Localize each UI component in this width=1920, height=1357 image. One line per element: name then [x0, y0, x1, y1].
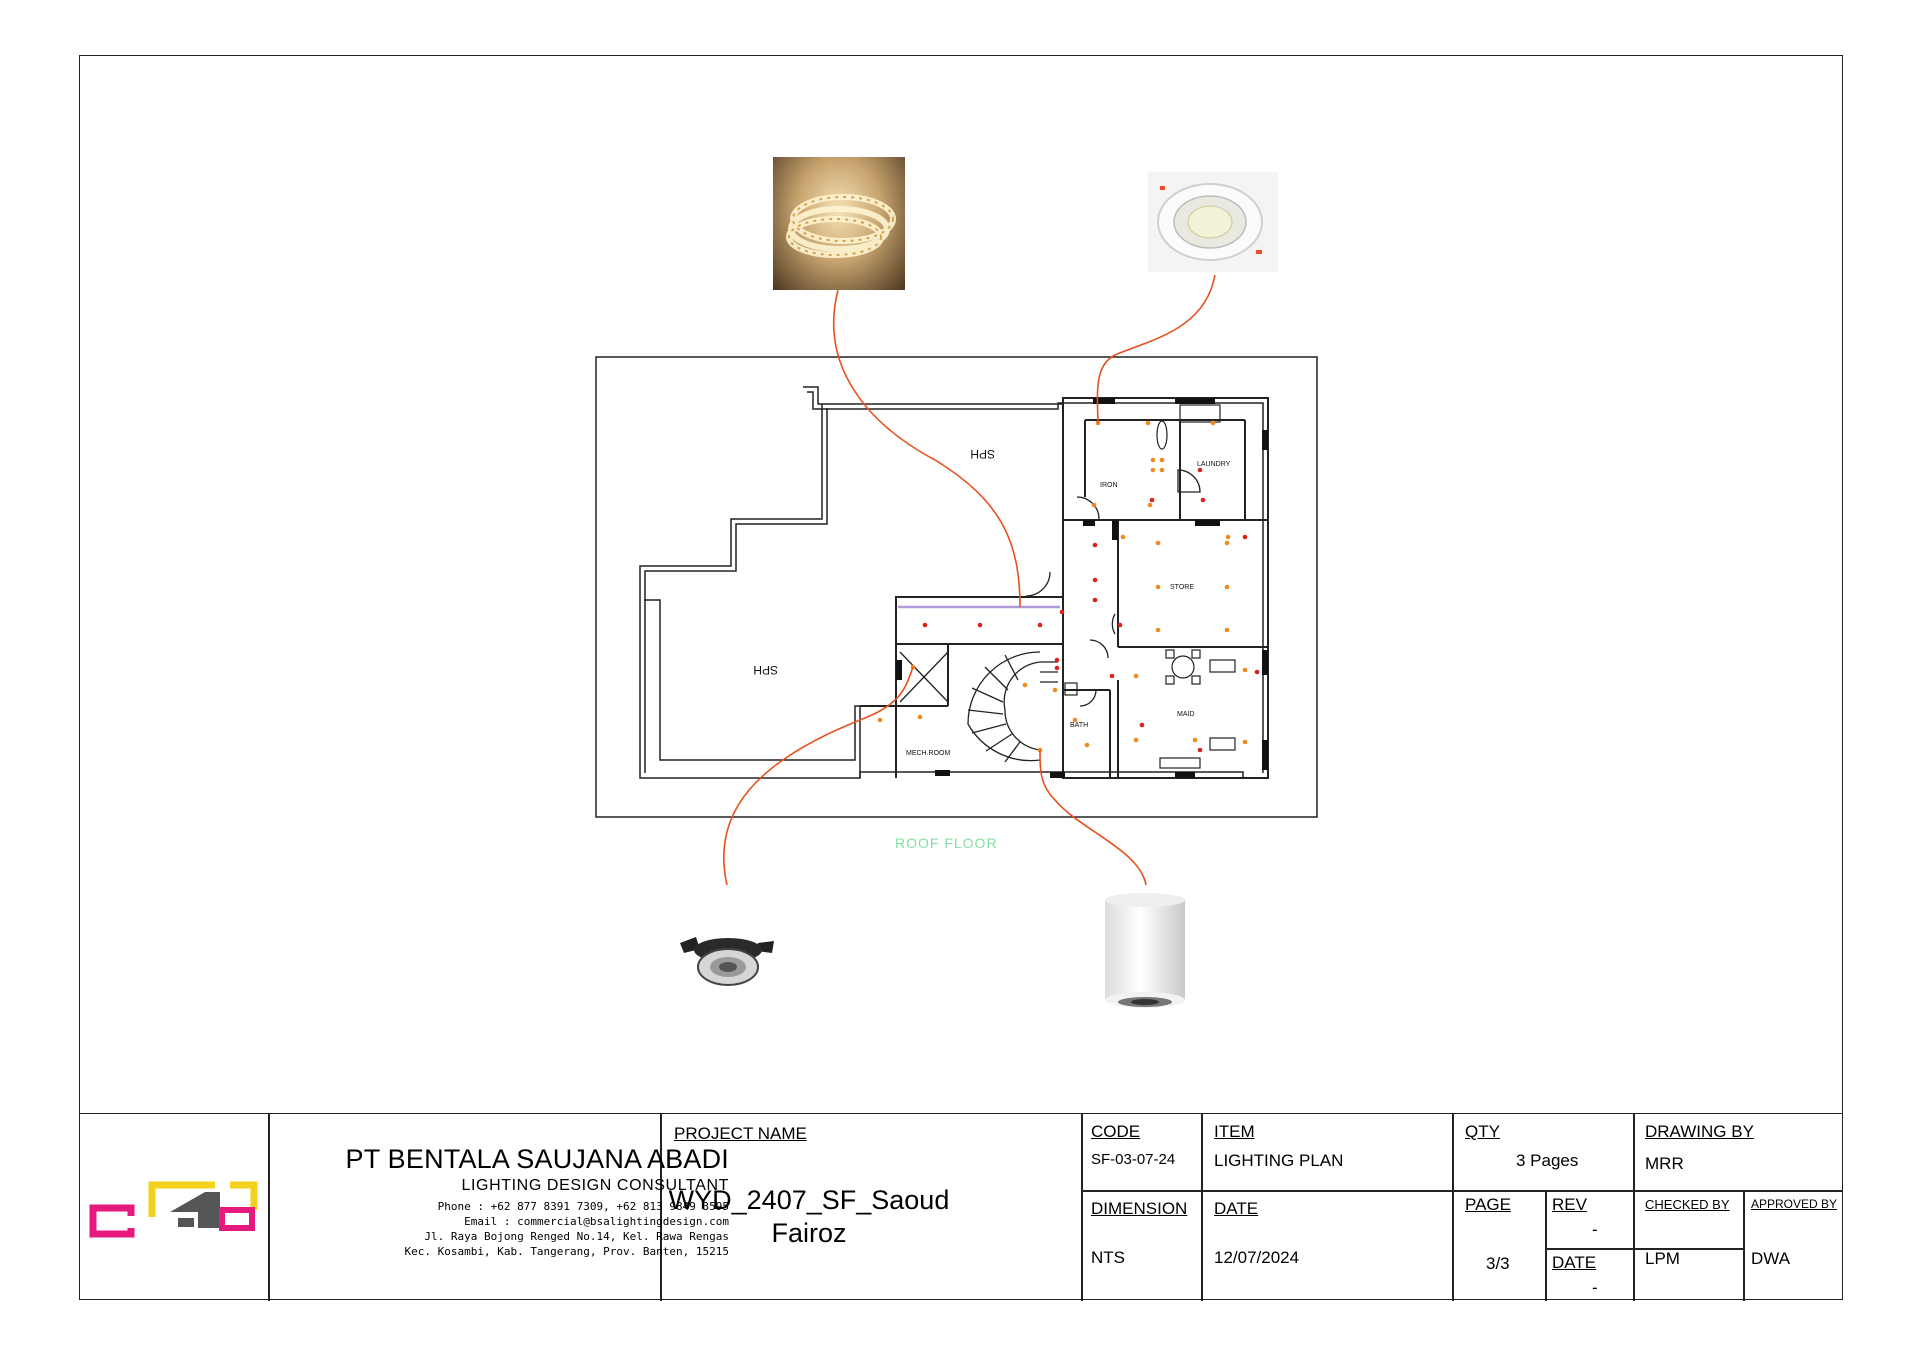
dimension-value: NTS [1091, 1248, 1125, 1267]
roof-label-left: SPH [753, 663, 778, 677]
room-label-maid: MAID [1177, 711, 1195, 718]
service-block-walls [860, 397, 1269, 779]
room-label-laundry: LAUNDRY [1197, 461, 1231, 468]
spiral-staircase [899, 651, 1058, 763]
room-label-store: STORE [1170, 584, 1194, 591]
dimension-label: DIMENSION [1091, 1199, 1188, 1218]
code-value: SF-03-07-24 [1091, 1151, 1176, 1168]
room-label-mech-room: MECH.ROOM [906, 750, 951, 757]
led-strip-photo [773, 157, 905, 290]
company-block: PT BENTALA SAUJANA ABADI LIGHTING DESIGN… [269, 1144, 729, 1259]
rev-label: REV [1552, 1195, 1587, 1214]
company-address-2: Kec. Kosambi, Kab. Tangerang, Prov. Bant… [404, 1245, 729, 1258]
company-logo [89, 1181, 258, 1238]
code-label: CODE [1091, 1122, 1141, 1141]
qty-label: QTY [1465, 1122, 1500, 1141]
leader-lines [722, 274, 1216, 886]
page-value: 3/3 [1486, 1254, 1510, 1273]
project-name-line-2: Fairoz [771, 1218, 847, 1248]
plan-frame [595, 356, 1318, 818]
leader-spotlight [722, 666, 914, 886]
item-value: LIGHTING PLAN [1214, 1151, 1344, 1170]
leader-strip [833, 289, 1021, 608]
surface-cylinder-downlight-photo [1100, 890, 1190, 1020]
date-label: DATE [1214, 1199, 1259, 1218]
title-block: PT BENTALA SAUJANA ABADI LIGHTING DESIGN… [79, 1113, 1843, 1301]
adjustable-spotlight-photo [670, 905, 790, 1015]
company-phone: Phone : +62 877 8391 7309, +62 813 9849 … [437, 1200, 729, 1213]
approved-by-label: APPROVED BY [1751, 1197, 1838, 1211]
floor-label: ROOF FLOOR [895, 835, 998, 851]
company-address-1: Jl. Raya Bojong Renged No.14, Kel. Rawa … [424, 1230, 729, 1243]
thick-wall-marks [896, 398, 1268, 778]
roof-outline [639, 386, 1269, 779]
date-value: 12/07/2024 [1214, 1248, 1300, 1267]
project-name-label: PROJECT NAME [674, 1124, 807, 1143]
project-name-line-1: WYD_2407_SF_Saoud [668, 1185, 950, 1215]
recessed-downlight-photo [1148, 172, 1278, 272]
company-name: PT BENTALA SAUJANA ABADI [345, 1144, 729, 1174]
drawing-sheet-border [79, 55, 1843, 1300]
roof-label-top: SPH [970, 447, 995, 461]
checked-by-value: LPM [1645, 1249, 1680, 1268]
item-label: ITEM [1214, 1122, 1255, 1141]
company-email: Email : commercial@bsalightingdesign.com [464, 1215, 729, 1228]
project-name: WYD_2407_SF_Saoud Fairoz [659, 1184, 959, 1250]
company-tagline: LIGHTING DESIGN CONSULTANT [461, 1177, 729, 1194]
qty-value: 3 Pages [1516, 1151, 1579, 1170]
page-label: PAGE [1465, 1195, 1511, 1214]
approved-by-value: DWA [1751, 1249, 1791, 1268]
checked-by-label: CHECKED BY [1645, 1197, 1730, 1212]
leader-downlight [1096, 274, 1216, 424]
leader-cylinder [1039, 749, 1147, 886]
room-label-bath: BATH [1070, 722, 1088, 729]
light-points-red [922, 467, 1260, 753]
date2-value: - [1592, 1278, 1598, 1297]
drawing-by-label: DRAWING BY [1645, 1122, 1754, 1141]
furniture [1064, 404, 1236, 769]
room-label-iron: IRON [1100, 482, 1118, 489]
date2-label: DATE [1552, 1253, 1597, 1272]
rev-value: - [1592, 1220, 1598, 1239]
drawing-by-value: MRR [1645, 1154, 1684, 1173]
light-points-orange [877, 420, 1248, 753]
